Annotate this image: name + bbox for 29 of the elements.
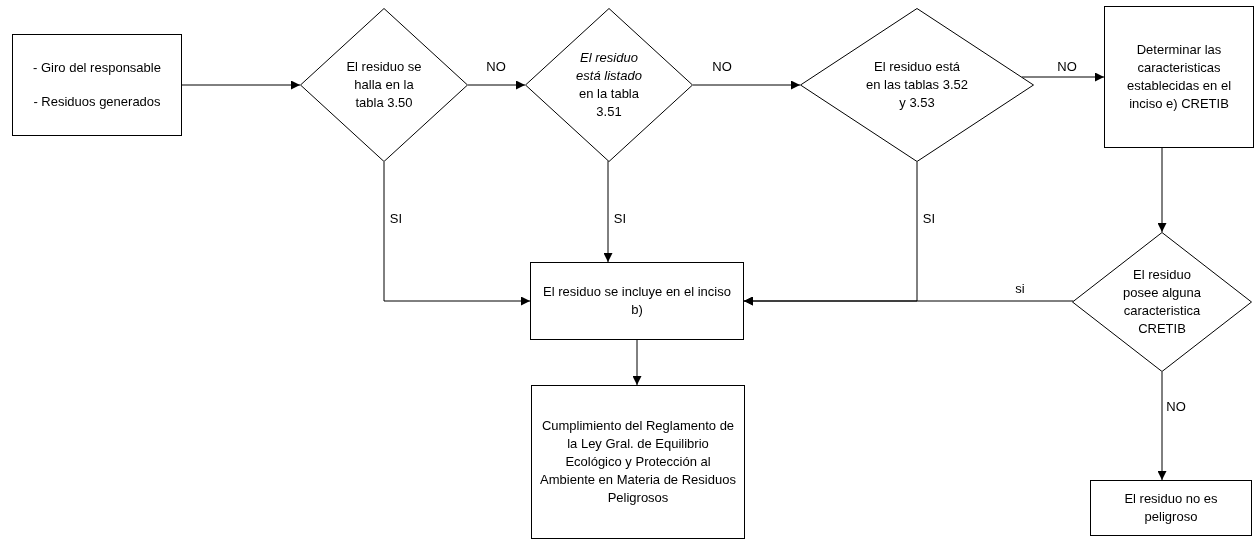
node-text: El residuo posee alguna caracteristica CRETIB [1121, 266, 1203, 338]
node-text: - Giro del responsable [33, 59, 161, 77]
node-text: El residuo no es peligroso [1123, 490, 1219, 526]
process-box [530, 262, 744, 340]
arrow [603, 160, 613, 263]
arrow [692, 80, 801, 90]
node-text: El residuo está en las tablas 3.52 y 3.53 [865, 58, 969, 112]
node-text: El residuo se halla en la tabla 3.50 [345, 58, 423, 112]
decision-diamond [300, 8, 468, 162]
node-text: Cumplimiento del Reglamento de la Ley Gral. de Equilibrio Ecológico y Protección al Ambiente en Materia de Residuos Peligrosos [540, 417, 736, 507]
arrow [181, 80, 301, 90]
node-text: - Residuos generados [33, 93, 161, 111]
process-box [531, 385, 745, 539]
process-box [12, 34, 182, 136]
arrow [1021, 72, 1105, 82]
arrow [632, 339, 642, 386]
node-text: El residuo está listado en la tabla 3.51 [575, 49, 643, 121]
node-text: El residuo se incluye en el inciso b) [542, 283, 732, 319]
arrow [467, 80, 526, 90]
node-text: Determinar las caracteristicas establecidas en el inciso e) CRETIB [1125, 41, 1233, 113]
process-box [1090, 480, 1252, 536]
decision-diamond [800, 8, 1034, 162]
arrow [1157, 147, 1167, 233]
decision-diamond [525, 8, 693, 162]
arrow [1157, 371, 1167, 481]
arrow [383, 161, 531, 306]
arrow [743, 296, 1074, 306]
process-box [1104, 6, 1254, 148]
decision-diamond [1072, 232, 1252, 372]
